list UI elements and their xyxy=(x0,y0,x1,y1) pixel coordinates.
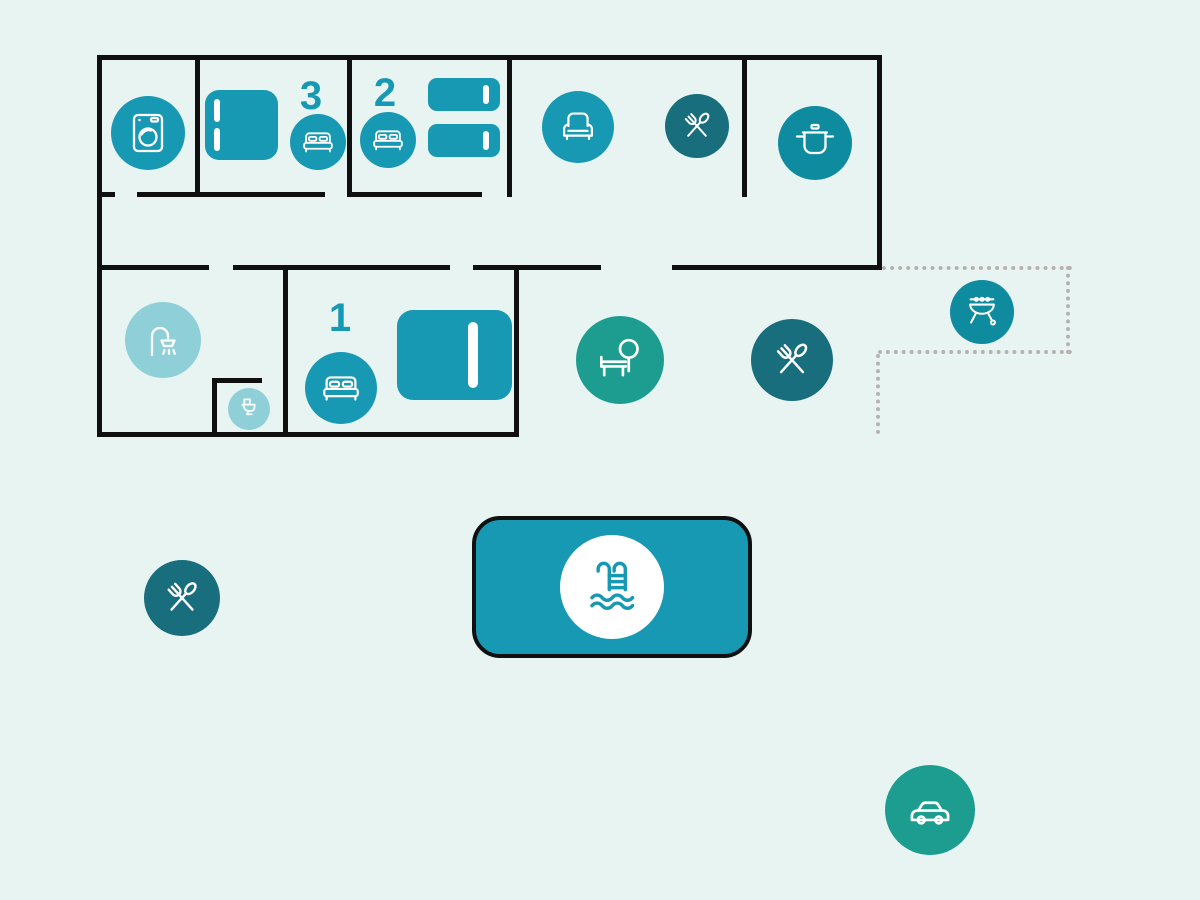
fork-and-spoon-icon xyxy=(766,334,818,386)
cooking-pot-icon xyxy=(791,119,839,167)
outdoor-dining-marker[interactable] xyxy=(751,319,833,401)
bed-furniture-room-1 xyxy=(397,310,512,400)
double-bed-icon xyxy=(299,123,337,161)
armchair-icon xyxy=(555,104,601,150)
shower-marker[interactable] xyxy=(125,302,201,378)
wall xyxy=(212,378,262,383)
wall xyxy=(137,192,325,197)
pillow xyxy=(483,85,489,104)
wall xyxy=(212,378,217,432)
pool-marker xyxy=(560,535,664,639)
double-bed-icon xyxy=(369,121,407,159)
wall xyxy=(233,265,450,270)
living-room-marker[interactable] xyxy=(542,91,614,163)
bedroom-2-number: 2 xyxy=(373,71,397,115)
wall xyxy=(473,265,601,270)
bed-furniture-room-3 xyxy=(205,90,278,160)
pillow xyxy=(214,128,220,151)
wall xyxy=(97,265,209,270)
bedroom-1-marker[interactable] xyxy=(305,352,377,424)
kitchen-marker[interactable] xyxy=(778,106,852,180)
dotted-boundary xyxy=(1066,266,1070,354)
dotted-boundary xyxy=(878,350,1072,354)
bedroom-3-marker[interactable] xyxy=(290,114,346,170)
bedroom-2-marker[interactable] xyxy=(360,112,416,168)
washing-machine-icon xyxy=(124,109,172,157)
wall xyxy=(283,268,288,432)
wall xyxy=(195,55,200,197)
wall xyxy=(350,192,482,197)
wall xyxy=(514,268,519,437)
wall xyxy=(97,432,519,437)
pillow xyxy=(214,99,220,122)
tree-and-bench-icon xyxy=(592,332,648,388)
single-bed-furniture xyxy=(428,124,500,157)
laundry-marker[interactable] xyxy=(111,96,185,170)
garden-marker[interactable] xyxy=(576,316,664,404)
dining-area-marker[interactable] xyxy=(665,94,729,158)
fork-and-spoon-icon xyxy=(676,105,718,147)
dotted-boundary xyxy=(876,354,880,434)
car-icon xyxy=(902,782,958,838)
toilet-icon xyxy=(235,395,263,423)
wall xyxy=(877,55,882,270)
bbq-marker[interactable] xyxy=(950,280,1014,344)
single-bed-furniture xyxy=(428,78,500,111)
pool-ladder-icon xyxy=(580,555,644,619)
double-bed-icon xyxy=(318,365,364,411)
swimming-pool[interactable] xyxy=(472,516,752,658)
bedroom-1-number: 1 xyxy=(328,296,352,340)
fork-and-spoon-icon xyxy=(157,573,207,623)
wall xyxy=(347,55,352,197)
wall xyxy=(97,192,115,197)
barbecue-grill-icon xyxy=(961,291,1003,333)
wall xyxy=(97,55,882,60)
pillow xyxy=(483,131,489,150)
dotted-boundary xyxy=(882,266,1072,270)
toilet-marker[interactable] xyxy=(228,388,270,430)
bedroom-3-number: 3 xyxy=(299,74,323,118)
wall xyxy=(742,55,747,197)
wall xyxy=(507,55,512,197)
parking-marker[interactable] xyxy=(885,765,975,855)
patio-dining-marker[interactable] xyxy=(144,560,220,636)
wall xyxy=(97,55,102,437)
shower-icon xyxy=(139,316,187,364)
wall xyxy=(672,265,882,270)
pillow xyxy=(468,322,478,388)
